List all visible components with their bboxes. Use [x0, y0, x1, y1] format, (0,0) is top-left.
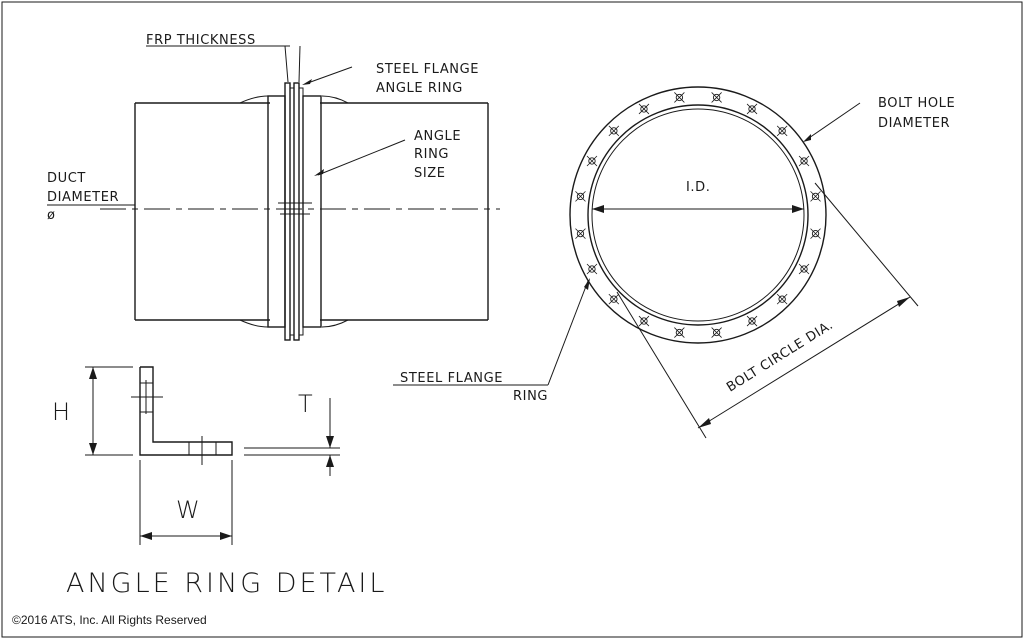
- duct-inner-circle: [591, 108, 805, 322]
- bolt-holes: [575, 92, 821, 338]
- label-angle-2: RING: [414, 147, 449, 162]
- bolt-hole-icon: [798, 155, 810, 167]
- bolt-hole-icon: [638, 103, 650, 115]
- label-dim-h: H: [52, 398, 70, 426]
- flange-front-view: [569, 86, 827, 344]
- bolt-hole-icon: [746, 315, 758, 327]
- label-dim-t: T: [298, 390, 313, 418]
- bolt-hole-icon: [810, 228, 821, 239]
- bolt-hole-icon: [674, 92, 685, 103]
- ring-leader: [547, 280, 589, 386]
- label-steel-flange-angle-ring-2: ANGLE RING: [376, 81, 463, 96]
- bolt-hole-icon: [798, 263, 810, 275]
- label-duct-3: ø: [47, 208, 56, 223]
- id-arrow-left: [592, 205, 604, 213]
- flange-arrow: [302, 79, 312, 85]
- label-steel-flange-angle-ring-1: STEEL FLANGE: [376, 62, 479, 77]
- flange-leader: [304, 66, 353, 85]
- label-angle-1: ANGLE: [414, 129, 461, 144]
- label-duct-1: DUCT: [47, 171, 86, 186]
- bolt-hole-icon: [711, 92, 722, 103]
- bolt-hole-icon: [608, 293, 620, 305]
- ring-arrow: [584, 278, 590, 290]
- label-bolt-circle: BOLT CIRCLE DIA.: [724, 318, 836, 396]
- bolt-hole-icon: [575, 228, 586, 239]
- label-id: I.D.: [686, 180, 711, 195]
- bolt-hole-icon: [586, 263, 598, 275]
- bolt-hole-leader: [805, 102, 861, 141]
- angle-size-leader: [317, 139, 406, 176]
- bolt-circle-dimension: [616, 182, 919, 439]
- frp-leader-b: [298, 45, 301, 83]
- bolt-hole-icon: [776, 293, 788, 305]
- angle-ring-detail: [85, 366, 340, 545]
- bolt-hole-icon: [586, 155, 598, 167]
- copyright-text: ©2016 ATS, Inc. All Rights Reserved: [12, 613, 207, 627]
- label-steel-flange-ring-2: RING: [513, 389, 548, 404]
- bolt-hole-icon: [575, 191, 586, 202]
- bolt-hole-icon: [608, 125, 620, 137]
- flange-outer-circle: [569, 86, 827, 344]
- bolt-hole-icon: [711, 327, 722, 338]
- label-bolt-hole-2: DIAMETER: [878, 116, 950, 131]
- bolt-hole-icon: [638, 315, 650, 327]
- frp-leader-a: [284, 45, 289, 83]
- label-angle-3: SIZE: [414, 166, 446, 181]
- angle-size-arrow: [314, 169, 324, 176]
- duct-side-view: [100, 82, 500, 341]
- bolt-hole-icon: [674, 327, 685, 338]
- bolt-hole-icon: [810, 191, 821, 202]
- label-duct-2: DIAMETER: [47, 190, 119, 205]
- label-steel-flange-ring-1: STEEL FLANGE: [400, 371, 503, 386]
- label-dim-w: W: [176, 496, 200, 524]
- bolt-hole-icon: [776, 125, 788, 137]
- detail-title: ANGLE RING DETAIL: [66, 568, 387, 599]
- bolt-hole-arrow: [803, 134, 811, 142]
- id-arrow-right: [792, 205, 804, 213]
- bolt-hole-icon: [746, 103, 758, 115]
- label-frp-thickness: FRP THICKNESS: [146, 33, 256, 48]
- flange-inner-circle: [587, 104, 809, 326]
- label-bolt-hole-1: BOLT HOLE: [878, 96, 955, 111]
